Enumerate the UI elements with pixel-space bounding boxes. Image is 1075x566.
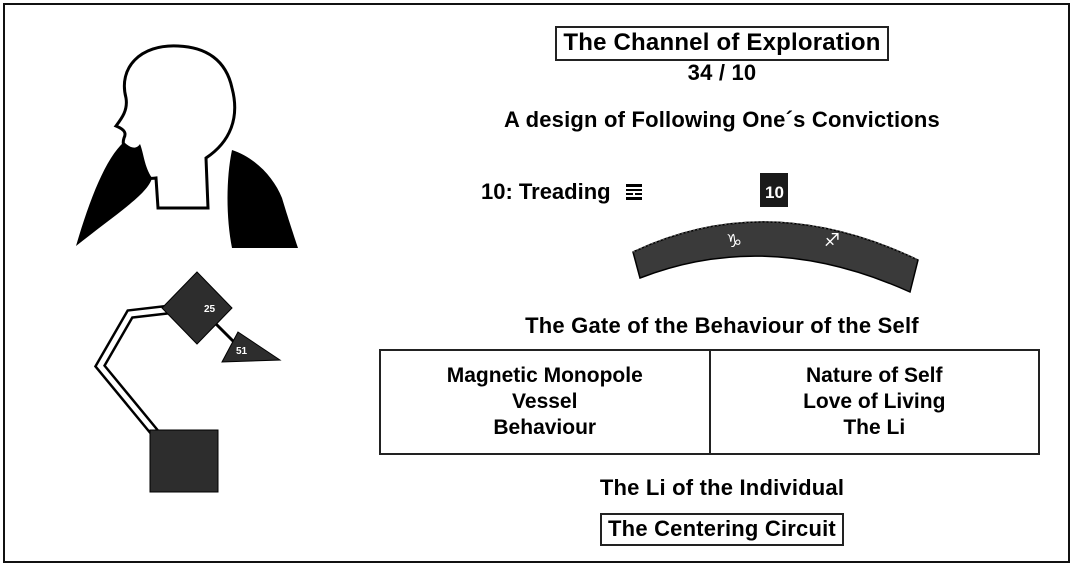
circuit-row: The Centering Circuit: [372, 513, 1072, 546]
sagittarius-glyph: ♐: [824, 230, 840, 251]
keynote-left-1: Magnetic Monopole: [446, 364, 643, 387]
highlight-gate: 10: [765, 183, 784, 202]
trigram-icon: [625, 184, 642, 200]
head-profile-icon: [76, 44, 298, 248]
gate-wheel-arc: 10 ♑ ♐: [632, 173, 919, 294]
sacral-square: [149, 429, 219, 493]
keynote-left-column: Magnetic Monopole Vessel Behaviour: [381, 351, 711, 453]
circuit-title: The Centering Circuit: [600, 513, 844, 546]
gate-label: 10: Treading: [481, 179, 611, 204]
keynote-right-2: Love of Living: [803, 390, 946, 413]
channel-title-row: The Channel of Exploration: [372, 26, 1072, 61]
keynote-right-1: Nature of Self: [805, 364, 943, 387]
channel-design: A design of Following One´s Convictions: [504, 107, 940, 132]
capricorn-glyph: ♑: [726, 231, 742, 252]
channel-title: The Channel of Exploration: [555, 26, 889, 61]
keynote-right-3: The Li: [843, 416, 906, 439]
triangle-gate-label: 51: [236, 346, 248, 357]
gate-label-row: 10: Treading: [481, 179, 642, 205]
diamond-gate-label: 25: [204, 304, 216, 315]
individual-text: The Li of the Individual: [599, 475, 845, 500]
g-center-diamond: [161, 271, 233, 345]
heart-triangle: [221, 331, 282, 363]
keynote-left-2: Vessel: [512, 390, 578, 413]
channel-gates: 34 / 10: [687, 60, 757, 85]
bodygraph-fragment: 25 51: [93, 271, 282, 493]
gate-10-marker: [760, 173, 788, 207]
gate-name: The Gate of the Behaviour of the Self: [525, 313, 919, 338]
keynote-right-column: Nature of Self Love of Living The Li: [711, 351, 1039, 453]
keynote-left-3: Behaviour: [493, 416, 597, 439]
keynote-table: Magnetic Monopole Vessel Behaviour Natur…: [379, 349, 1040, 455]
